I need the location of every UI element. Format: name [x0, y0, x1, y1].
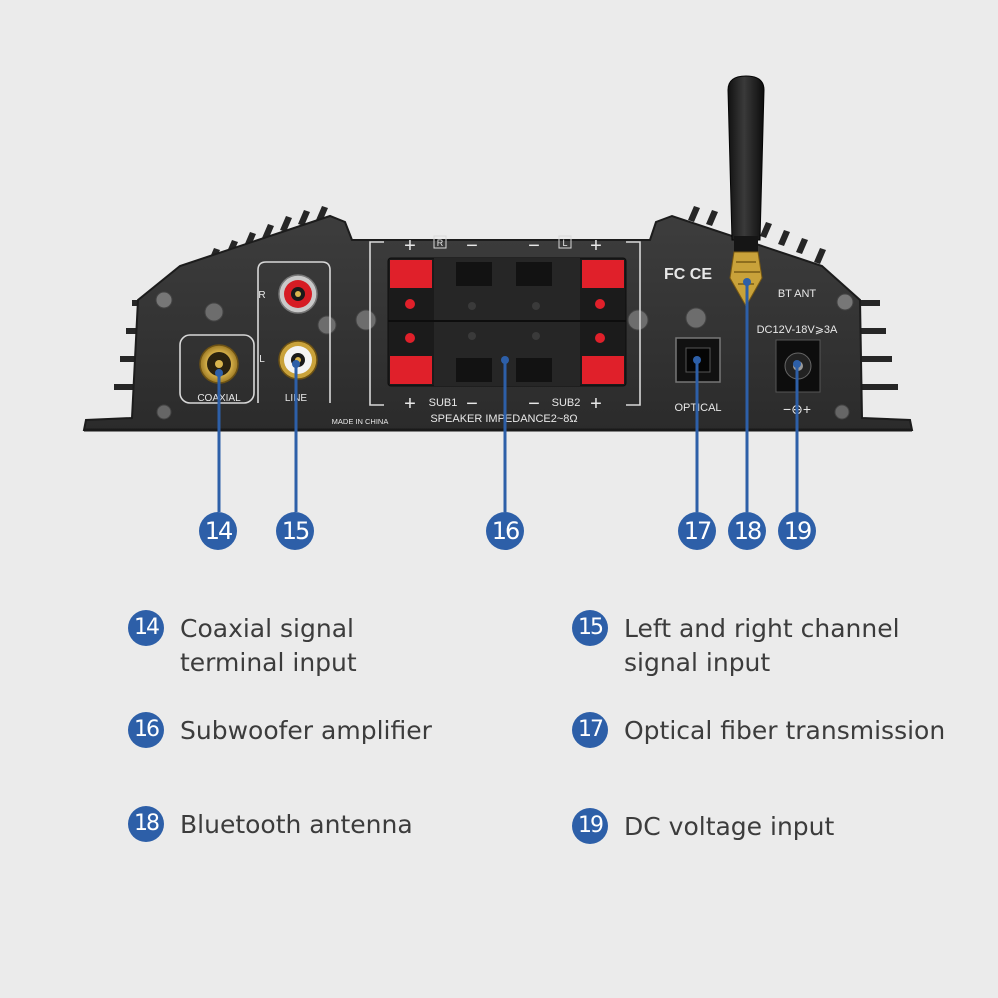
speaker-terminal-block [387, 257, 627, 387]
sub1-channel-label: R [437, 238, 444, 248]
sub2-plus-bottom: + [590, 393, 602, 415]
legend-item-15: 15 Left and right channel signal input [572, 610, 900, 680]
screws [155, 291, 854, 420]
callout-15: 15 [276, 512, 314, 550]
sub2-label: SUB2 [552, 397, 581, 409]
callout-16: 16 [486, 512, 524, 550]
bluetooth-antenna [727, 75, 765, 308]
sub1-plus-bottom: + [404, 393, 416, 415]
legend-text-17: Optical fiber transmission [624, 716, 946, 745]
rca-r-label: R [258, 290, 265, 301]
legend-text-19: DC voltage input [624, 812, 835, 841]
legend-num-14: 14 [128, 610, 164, 646]
bt-ant-label: BT ANT [778, 288, 817, 300]
callout-18: 18 [728, 512, 766, 550]
legend-item-17: 17 Optical fiber transmission [572, 712, 946, 748]
sub2-minus-top: − [528, 235, 540, 257]
leader-lines [217, 282, 799, 512]
legend-num-18: 18 [128, 806, 164, 842]
sub2-minus-bottom: − [528, 393, 540, 415]
sub2-channel-label: L [562, 238, 567, 248]
sub2-plus-top: + [590, 235, 602, 257]
sub1-minus-top: − [466, 235, 478, 257]
sub1-plus-top: + [404, 235, 416, 257]
legend-num-15: 15 [572, 610, 608, 646]
certification-marks: FC CE [664, 266, 712, 283]
callout-17: 17 [678, 512, 716, 550]
sub1-minus-bottom: − [466, 393, 478, 415]
legend-text-16: Subwoofer amplifier [180, 716, 432, 745]
rca-left-jack [278, 340, 318, 380]
legend-text-15: Left and right channel signal input [624, 614, 900, 677]
legend-item-14: 14 Coaxial signal terminal input [128, 610, 357, 680]
rca-l-label: L [259, 354, 265, 365]
legend-item-16: 16 Subwoofer amplifier [128, 712, 432, 748]
legend-num-19: 19 [572, 808, 608, 844]
sub1-label: SUB1 [429, 397, 458, 409]
coaxial-jack [199, 344, 239, 384]
dc-rating-label: DC12V-18V⩾3A [757, 324, 838, 336]
legend-text-18: Bluetooth antenna [180, 810, 413, 839]
made-in-label: MADE IN CHINA [332, 417, 389, 426]
rca-right-jack [278, 274, 318, 314]
legend-item-19: 19 DC voltage input [572, 808, 835, 844]
callout-19: 19 [778, 512, 816, 550]
legend-text-14: Coaxial signal terminal input [180, 614, 357, 677]
callout-14: 14 [199, 512, 237, 550]
legend-num-17: 17 [572, 712, 608, 748]
legend-num-16: 16 [128, 712, 164, 748]
legend-item-18: 18 Bluetooth antenna [128, 806, 413, 842]
